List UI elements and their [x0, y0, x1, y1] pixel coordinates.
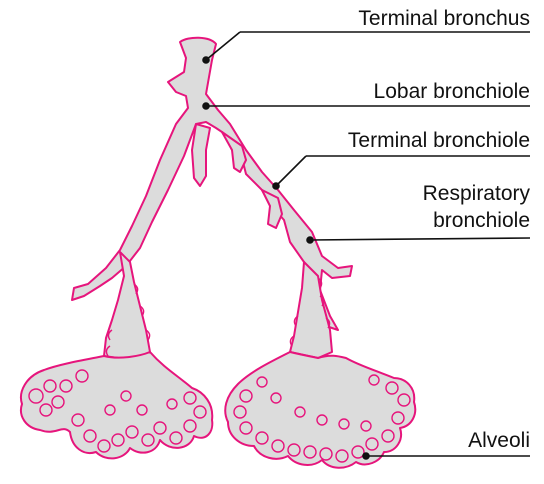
label-respiratory-bronchiole-line2: bronchiole: [433, 210, 530, 232]
leader-respiratory-bronchiole: [310, 238, 530, 240]
right-alveoli-cluster: [225, 352, 415, 468]
leader-terminal-bronchiole: [276, 156, 306, 186]
label-alveoli: Alveoli: [468, 430, 530, 452]
label-lobar-bronchiole: Lobar bronchiole: [374, 81, 530, 103]
side-bronchiole-left: [192, 124, 210, 186]
right-respiratory-bronchiole: [290, 262, 332, 358]
label-terminal-bronchiole: Terminal bronchiole: [348, 130, 530, 152]
bronchial-tree: [21, 38, 415, 468]
label-terminal-bronchus: Terminal bronchus: [358, 8, 530, 30]
label-respiratory-bronchiole-line1: Respiratory: [423, 183, 530, 205]
